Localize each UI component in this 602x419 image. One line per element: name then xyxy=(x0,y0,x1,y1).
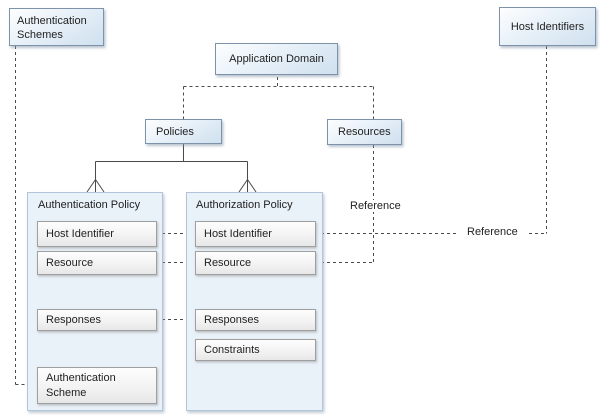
authz-row-resource: Resource xyxy=(195,251,316,275)
node-policies: Policies xyxy=(145,119,222,144)
reference-label-host-identifiers: Reference xyxy=(464,226,521,238)
authentication-policy-title: Authentication Policy xyxy=(38,199,141,211)
dashed-connectors xyxy=(15,46,547,385)
authz-crowfoot-icon xyxy=(238,178,257,193)
authn-row-authentication-scheme: Authentication Scheme xyxy=(37,367,157,404)
authz-row-constraints: Constraints xyxy=(195,339,316,361)
container-authentication-policy: Authentication Policy Host Identifier Re… xyxy=(27,192,163,411)
node-authentication-schemes: Authentication Schemes xyxy=(9,8,104,46)
authn-row-host-identifier: Host Identifier xyxy=(37,221,157,247)
authz-row-responses: Responses xyxy=(195,309,316,331)
authn-row-resource: Resource xyxy=(37,251,157,275)
authz-row-host-identifier: Host Identifier xyxy=(195,221,316,247)
reference-label-resources: Reference xyxy=(347,200,404,212)
solid-connectors xyxy=(95,144,248,192)
node-resources: Resources xyxy=(327,119,402,145)
container-authorization-policy: Authorization Policy Host Identifier Res… xyxy=(186,192,323,411)
node-application-domain: Application Domain xyxy=(215,43,338,75)
authorization-policy-title: Authorization Policy xyxy=(196,199,293,211)
node-host-identifiers: Host Identifiers xyxy=(499,7,596,46)
authn-crowfoot-icon xyxy=(86,178,105,193)
authn-row-responses: Responses xyxy=(37,309,157,331)
crowfoot-connectors xyxy=(86,178,257,193)
